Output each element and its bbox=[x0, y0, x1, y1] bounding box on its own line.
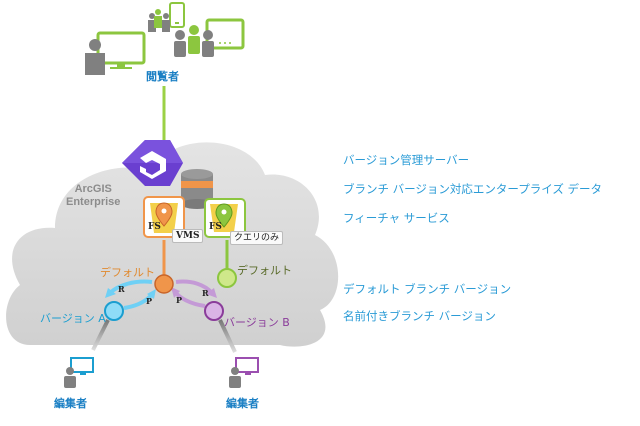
editor-b-label: 編集者 bbox=[226, 397, 259, 410]
reconcile-arrow-a bbox=[108, 279, 153, 295]
version-a-node bbox=[104, 301, 124, 321]
enterprise-database-icon bbox=[181, 169, 213, 209]
post-arrowhead-b bbox=[171, 287, 180, 298]
legend-default-branch-version: デフォルト ブランチ バージョン bbox=[343, 282, 512, 296]
editor-b-icon bbox=[229, 357, 259, 388]
default-branch-label-green: デフォルト bbox=[237, 264, 292, 277]
legend-version-management-server: バージョン管理サーバー bbox=[343, 153, 470, 167]
editor-a-icon bbox=[64, 357, 94, 388]
feature-service-query-only-icon bbox=[204, 198, 246, 238]
vms-tag: VMS bbox=[172, 229, 204, 243]
editor-b-connector bbox=[218, 319, 237, 353]
query-only-tag: クエリのみ bbox=[230, 231, 284, 245]
feature-service-vms-icon bbox=[143, 196, 185, 238]
post-label-b: P bbox=[176, 295, 182, 305]
version-b-node bbox=[204, 301, 224, 321]
legend-named-branch-version: 名前付きブランチ バージョン bbox=[343, 309, 496, 323]
reconcile-label-a: R bbox=[118, 284, 125, 294]
viewer-group-icon bbox=[85, 2, 245, 75]
reconcile-arrowhead-b bbox=[206, 288, 217, 298]
reconcile-arrowhead-a bbox=[105, 288, 116, 298]
default-branch-node-orange bbox=[154, 274, 174, 294]
default-branch-node-green bbox=[217, 268, 237, 288]
legend-feature-service: フィーチャ サービス bbox=[343, 211, 450, 225]
arcgis-label-line2: Enterprise bbox=[66, 196, 121, 208]
default-branch-label-orange: デフォルト bbox=[100, 266, 155, 279]
post-arrowhead-a bbox=[147, 289, 156, 299]
cloud-shape bbox=[6, 142, 339, 347]
post-label-a: P bbox=[146, 296, 152, 306]
editor-a-connector bbox=[91, 319, 110, 351]
arcgis-enterprise-label: ArcGIS Enterprise bbox=[66, 183, 120, 209]
arcgis-label-line1: ArcGIS bbox=[74, 183, 112, 195]
version-a-label: バージョン A bbox=[40, 312, 106, 325]
version-b-label: バージョン B bbox=[224, 316, 290, 329]
reconcile-label-b: R bbox=[202, 288, 209, 298]
legend-enterprise-data: ブランチ バージョン対応エンタープライズ データ bbox=[343, 182, 603, 196]
fs-label-vms: FS bbox=[148, 222, 161, 232]
viewer-label: 閲覧者 bbox=[146, 70, 179, 83]
fs-label-query: FS bbox=[209, 222, 222, 232]
version-management-server-icon bbox=[122, 140, 183, 186]
editor-a-label: 編集者 bbox=[54, 397, 87, 410]
